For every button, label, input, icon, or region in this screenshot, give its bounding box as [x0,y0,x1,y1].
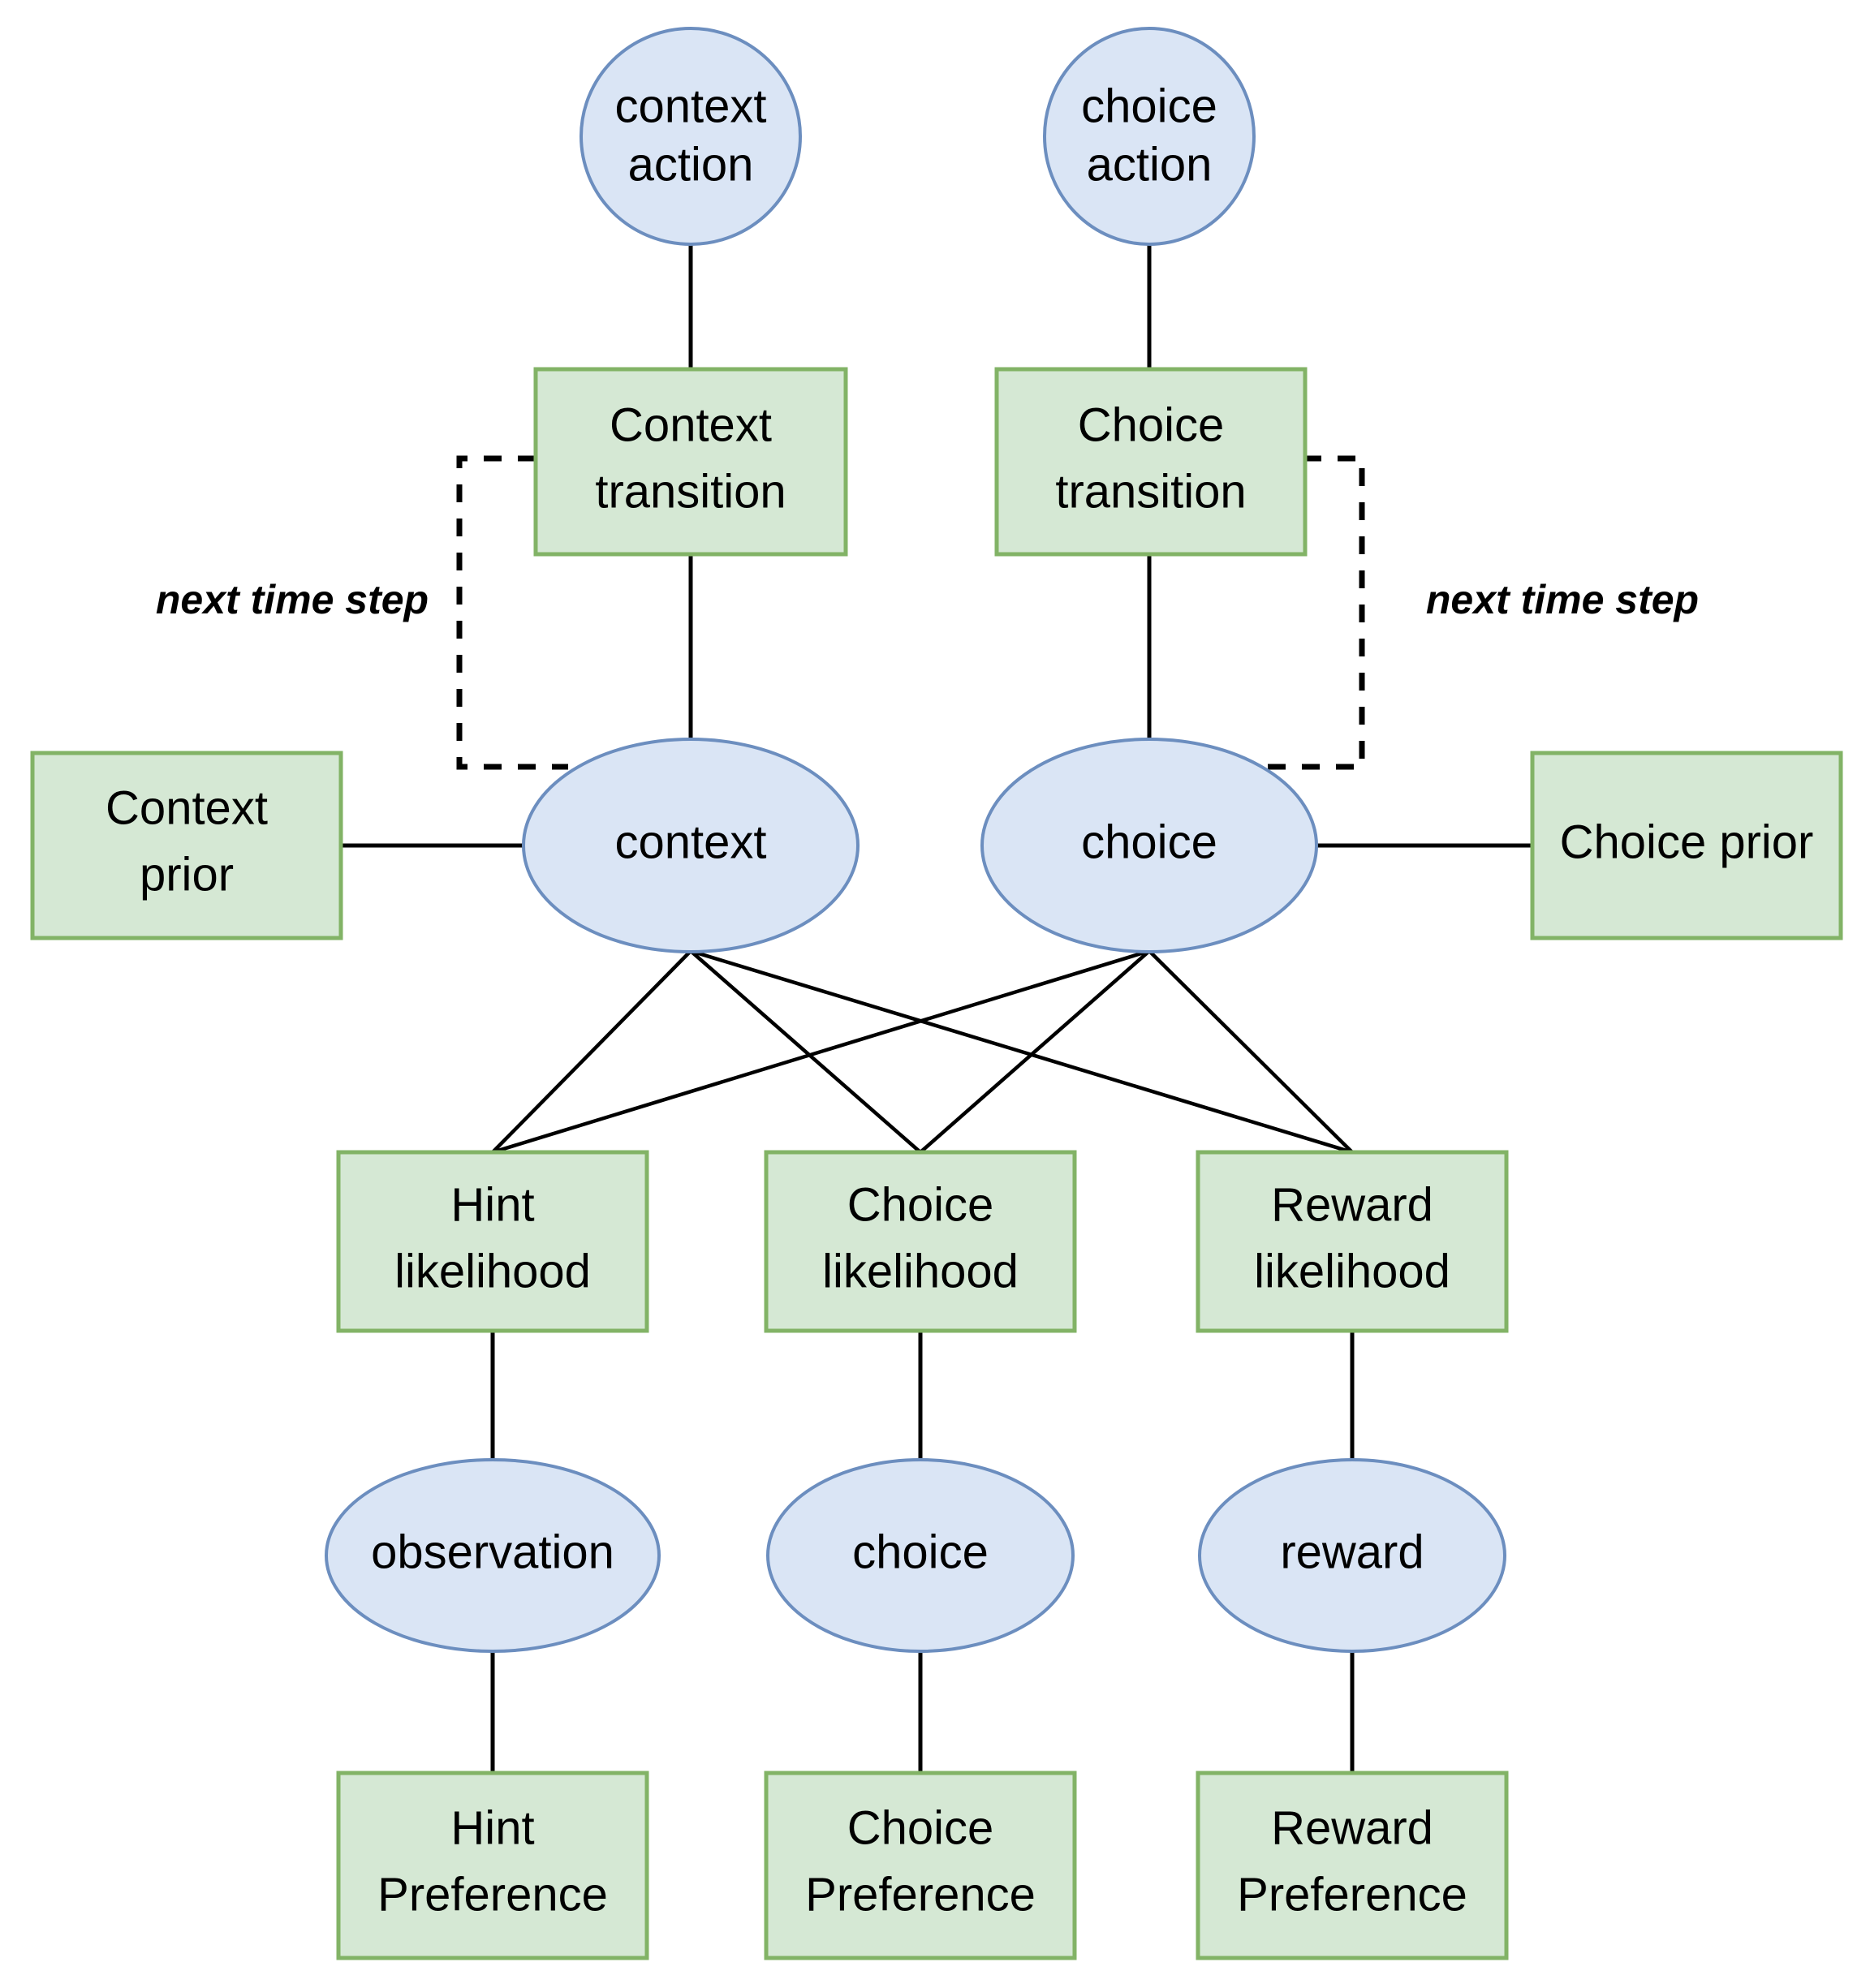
node-reward-preference-label-line2: Preference [1237,1868,1467,1921]
node-observation-outcome[interactable]: observation [325,1458,661,1653]
node-observation-outcome-label: observation [371,1525,614,1578]
node-choice-transition[interactable]: Choice transition [994,367,1308,557]
node-context-state-label: context [615,815,767,868]
dashed-bracket-next-time-step-right [1262,455,1365,770]
node-context-state[interactable]: context [522,738,860,953]
node-choice-likelihood-label-line2: likelihood [822,1245,1019,1297]
edge-choice-to-choice-likelihood [919,949,1151,1154]
edge-context-to-hint-likelihood [491,949,692,1154]
edge-choice-to-hint-likelihood [492,949,1150,1155]
node-reward-outcome-label: reward [1280,1525,1424,1578]
node-reward-likelihood-label-line1: Reward [1271,1178,1433,1231]
node-hint-preference-label-line2: Preference [377,1868,608,1921]
annotation-next-time-step-right: next time step [1426,577,1699,622]
node-choice-preference-label-line2: Preference [805,1868,1036,1921]
node-reward-outcome[interactable]: reward [1198,1458,1506,1653]
node-context-prior-label-line2: prior [140,848,234,901]
node-context-action[interactable]: context action [580,27,802,246]
node-reward-preference-label-line1: Reward [1271,1801,1433,1854]
node-context-action-label-line2: action [628,138,754,191]
node-reward-likelihood-label-line2: likelihood [1254,1245,1450,1297]
node-context-action-label-line1: context [615,80,767,132]
node-choice-transition-label-line1: Choice [1078,398,1225,451]
edge-context-to-choice-likelihood [689,949,922,1154]
node-choice-state[interactable]: choice [980,738,1318,953]
node-choice-action-label-line2: action [1087,138,1213,191]
node-hint-likelihood-label-line1: Hint [450,1178,534,1231]
node-context-prior-label-line1: Context [106,781,268,834]
node-hint-preference[interactable]: Hint Preference [336,1771,649,1960]
node-choice-outcome-label: choice [852,1525,989,1578]
node-choice-action[interactable]: choice action [1043,27,1256,246]
node-hint-preference-label-line1: Hint [450,1801,534,1854]
node-choice-transition-label-line2: transition [1055,465,1246,518]
node-context-prior[interactable]: Context prior [30,751,343,940]
edge-choice-to-reward-likelihood [1148,949,1354,1154]
node-context-transition-label-line1: Context [610,398,772,451]
node-choice-action-label-line1: choice [1081,80,1217,132]
dashed-bracket-next-time-step-left [456,455,568,770]
node-choice-outcome[interactable]: choice [766,1458,1075,1653]
node-choice-preference-label-line1: Choice [847,1801,994,1854]
node-choice-preference[interactable]: Choice Preference [764,1771,1077,1960]
annotation-next-time-step-left: next time step [156,577,429,622]
node-choice-likelihood-label-line1: Choice [847,1178,994,1231]
node-choice-prior[interactable]: Choice prior [1530,751,1843,940]
node-choice-state-label: choice [1081,815,1217,868]
node-context-transition[interactable]: Context transition [533,367,848,557]
node-reward-preference[interactable]: Reward Preference [1196,1771,1509,1960]
node-choice-likelihood[interactable]: Choice likelihood [764,1150,1077,1333]
edge-context-to-reward-likelihood [690,949,1353,1155]
node-hint-likelihood-label-line2: likelihood [394,1245,591,1297]
node-context-transition-label-line2: transition [595,465,786,518]
node-hint-likelihood[interactable]: Hint likelihood [336,1150,649,1333]
node-choice-prior-label: Choice prior [1560,815,1814,868]
node-reward-likelihood[interactable]: Reward likelihood [1196,1150,1509,1333]
